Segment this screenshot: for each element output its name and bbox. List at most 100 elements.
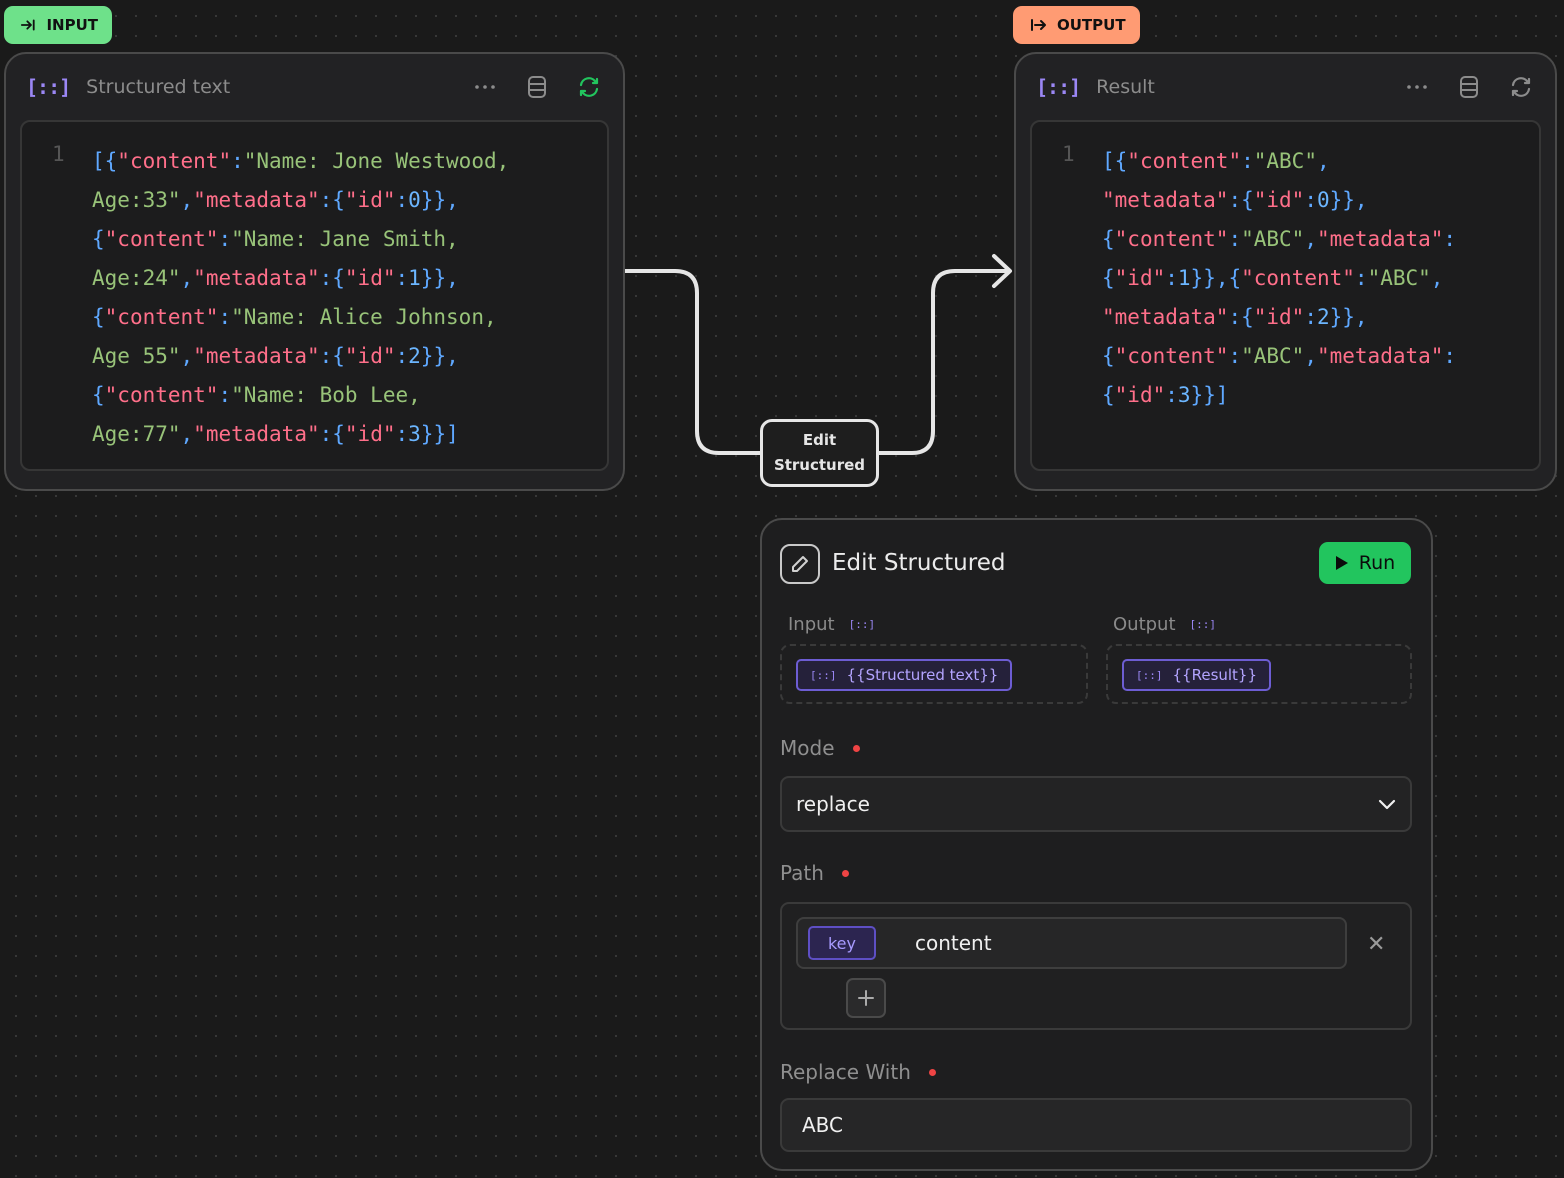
code-token: : bbox=[1165, 383, 1178, 407]
code-token: "Name: Jane Smith, bbox=[231, 227, 459, 251]
connector-out bbox=[879, 269, 1010, 455]
mode-select[interactable]: replace bbox=[780, 776, 1412, 832]
path-key-type[interactable]: key bbox=[808, 926, 876, 960]
path-segment-row[interactable]: key content bbox=[796, 917, 1347, 969]
code-token: Age:33" bbox=[92, 188, 181, 212]
code-token: "ABC" bbox=[1241, 344, 1305, 368]
code-token: }}] bbox=[1190, 383, 1229, 407]
code-token: : bbox=[1165, 266, 1178, 290]
path-label-text: Path bbox=[780, 861, 824, 885]
code-token: }}, bbox=[1329, 305, 1368, 329]
input-label-text: Input bbox=[788, 614, 835, 635]
required-dot bbox=[841, 869, 849, 877]
code-token: "metadata" bbox=[193, 422, 320, 446]
more-icon[interactable] bbox=[471, 73, 499, 101]
input-drop-zone[interactable]: [::] {{Structured text}} bbox=[780, 644, 1088, 704]
output-arrow-icon bbox=[1031, 19, 1046, 31]
brackets-icon: [::] bbox=[1189, 618, 1217, 631]
output-variable-chip[interactable]: [::] {{Result}} bbox=[1122, 659, 1272, 691]
input-node[interactable]: [::] Structured text 1 [{"content":"Name… bbox=[4, 52, 625, 491]
brackets-icon: [::] bbox=[848, 618, 876, 631]
required-dot bbox=[928, 1068, 936, 1076]
code-token: : bbox=[1304, 305, 1317, 329]
required-dot bbox=[852, 744, 860, 752]
code-token: , bbox=[180, 266, 194, 290]
code-token: , bbox=[1304, 344, 1317, 368]
code-token: 3 bbox=[1177, 383, 1191, 407]
edit-structured-panel: Edit Structured Run Input [::] Output [:… bbox=[760, 518, 1433, 1171]
code-token: : bbox=[1241, 149, 1254, 173]
code-token: }}, bbox=[420, 188, 459, 212]
output-label-text: Output bbox=[1113, 614, 1176, 635]
input-node-header: [::] Structured text bbox=[6, 54, 623, 120]
code-token: "content" bbox=[117, 149, 232, 173]
brackets-icon: [::] bbox=[1136, 668, 1163, 682]
output-drop-zone[interactable]: [::] {{Result}} bbox=[1106, 644, 1412, 704]
code-token: 2 bbox=[408, 344, 421, 368]
code-token: :{ bbox=[319, 422, 345, 446]
refresh-icon[interactable] bbox=[1507, 73, 1535, 101]
database-icon[interactable] bbox=[523, 73, 551, 101]
code-line: Age:33","metadata":{"id":0}}, bbox=[92, 181, 597, 220]
code-token: : bbox=[218, 305, 232, 329]
code-line: "metadata":{"id":2}}, bbox=[1102, 298, 1529, 337]
mode-label: Mode bbox=[780, 736, 860, 760]
code-token: "Name: Alice Johnson, bbox=[231, 305, 497, 329]
database-icon[interactable] bbox=[1455, 73, 1483, 101]
code-token: "metadata" bbox=[1316, 227, 1444, 251]
code-line: [{"content":"ABC", bbox=[1102, 142, 1529, 181]
code-line: "metadata":{"id":0}}, bbox=[1102, 181, 1529, 220]
more-icon[interactable] bbox=[1403, 73, 1431, 101]
code-token: : bbox=[395, 344, 409, 368]
connector-arrowhead bbox=[992, 254, 1012, 288]
code-token: "content" bbox=[104, 227, 219, 251]
line-number: 1 bbox=[52, 142, 65, 166]
code-token: , bbox=[1304, 227, 1317, 251]
refresh-icon[interactable] bbox=[575, 73, 603, 101]
code-token: "content" bbox=[104, 305, 219, 329]
code-token: "content" bbox=[1114, 344, 1229, 368]
code-token: "content" bbox=[104, 383, 219, 407]
input-field-label: Input [::] bbox=[788, 614, 875, 635]
code-token: : bbox=[1443, 344, 1457, 368]
brackets-icon: [::] bbox=[26, 75, 71, 99]
code-token: { bbox=[1102, 344, 1115, 368]
output-code: [{"content":"ABC","metadata":{"id":0}}, {… bbox=[1102, 142, 1529, 415]
code-token: { bbox=[92, 227, 105, 251]
code-token: { bbox=[1102, 266, 1115, 290]
replace-value: ABC bbox=[802, 1113, 844, 1137]
input-code: [{"content":"Name: Jone Westwood,Age:33"… bbox=[92, 142, 597, 454]
add-path-segment-button[interactable] bbox=[846, 978, 886, 1018]
code-token: , bbox=[1430, 266, 1444, 290]
path-key-value[interactable]: content bbox=[915, 931, 992, 955]
code-token: "Name: Jone Westwood, bbox=[243, 149, 510, 173]
panel-title: Edit Structured bbox=[832, 550, 1006, 576]
code-token: }}, bbox=[420, 344, 459, 368]
code-token: : bbox=[1354, 266, 1368, 290]
code-token: : bbox=[395, 188, 409, 212]
edit-node-line2: Structured bbox=[773, 456, 866, 474]
output-node[interactable]: [::] Result 1 [{"content":"ABC","metadat… bbox=[1014, 52, 1557, 491]
code-token: "id" bbox=[344, 344, 396, 368]
code-token: "metadata" bbox=[1102, 188, 1229, 212]
code-token: , bbox=[180, 344, 194, 368]
code-token: "ABC" bbox=[1241, 227, 1305, 251]
run-button[interactable]: Run bbox=[1319, 542, 1411, 584]
output-field-label: Output [::] bbox=[1113, 614, 1216, 635]
input-code-editor[interactable]: 1 [{"content":"Name: Jone Westwood,Age:3… bbox=[20, 120, 609, 471]
code-token: "metadata" bbox=[193, 266, 320, 290]
close-icon[interactable]: ✕ bbox=[1367, 932, 1386, 957]
code-line: Age 55","metadata":{"id":2}}, bbox=[92, 337, 597, 376]
input-tag: INPUT bbox=[4, 6, 112, 44]
code-token: "ABC" bbox=[1367, 266, 1431, 290]
code-token: :{ bbox=[319, 188, 345, 212]
replace-with-input[interactable]: ABC bbox=[780, 1098, 1412, 1152]
code-token: :{ bbox=[319, 266, 345, 290]
output-code-editor[interactable]: 1 [{"content":"ABC","metadata":{"id":0}}… bbox=[1030, 120, 1541, 471]
input-variable-chip[interactable]: [::] {{Structured text}} bbox=[796, 659, 1013, 691]
code-token: "content" bbox=[1241, 266, 1355, 290]
edit-structured-node[interactable]: Edit Structured bbox=[760, 419, 879, 487]
mode-value: replace bbox=[796, 792, 870, 816]
code-token: }}, bbox=[420, 266, 459, 290]
code-token: : bbox=[395, 266, 409, 290]
